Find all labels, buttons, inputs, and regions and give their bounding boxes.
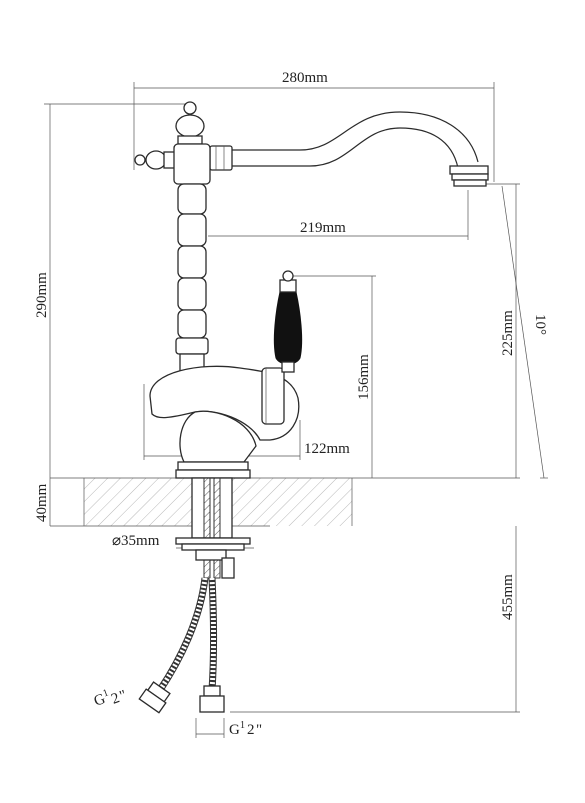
dimension-lines bbox=[44, 82, 548, 738]
svg-text:G: G bbox=[92, 691, 108, 710]
label-219mm: 219mm bbox=[300, 220, 346, 236]
countertop-section bbox=[50, 477, 520, 527]
label-225mm: 225mm bbox=[500, 310, 516, 356]
svg-text:1: 1 bbox=[240, 720, 245, 731]
label-455mm: 455mm bbox=[500, 574, 516, 620]
label-10deg: 10° bbox=[532, 314, 548, 335]
label-156mm: 156mm bbox=[356, 354, 372, 400]
svg-text:2: 2 bbox=[247, 722, 255, 738]
faucet-body bbox=[134, 101, 489, 479]
svg-text:1: 1 bbox=[102, 687, 110, 699]
label-122mm: 122mm bbox=[304, 441, 350, 457]
svg-text:G: G bbox=[229, 722, 240, 738]
svg-text:": " bbox=[256, 722, 262, 738]
label-diameter-35mm: ⌀35mm bbox=[112, 533, 160, 549]
label-290mm: 290mm bbox=[34, 272, 50, 318]
label-40mm: 40mm bbox=[34, 483, 50, 522]
connector-label-right: G 1 2 " bbox=[229, 720, 262, 738]
svg-text:": " bbox=[118, 687, 129, 704]
connector-label-left: G 1 2 " bbox=[92, 687, 129, 710]
label-280mm: 280mm bbox=[282, 70, 328, 86]
dimension-labels: 280mm 219mm 290mm 225mm 10° 156mm 122mm … bbox=[34, 70, 548, 738]
supply-hoses bbox=[138, 577, 225, 714]
mounting-assembly bbox=[175, 477, 251, 579]
